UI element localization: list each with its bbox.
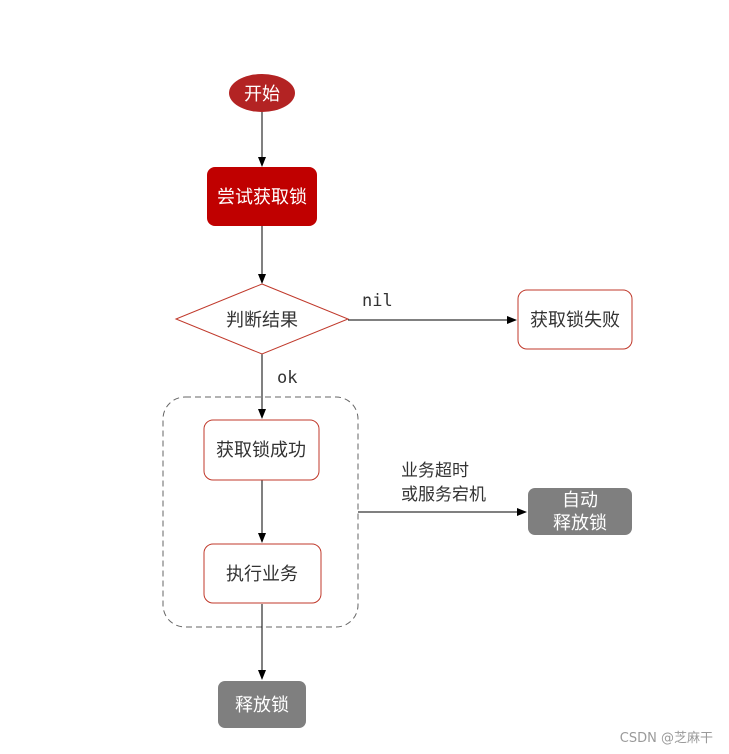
lock-success-label: 获取锁成功: [216, 440, 306, 461]
start-node: [229, 74, 295, 112]
ok-edge-label: ok: [277, 368, 297, 388]
try-lock-label: 尝试获取锁: [217, 187, 307, 208]
watermark: CSDN @芝麻干: [619, 731, 713, 746]
timeout-label-line2: 或服务宕机: [401, 485, 486, 505]
execute-business-label: 执行业务: [226, 564, 298, 585]
auto-release-node: [528, 488, 632, 535]
auto-release-label-line2: 释放锁: [553, 513, 607, 534]
lock-fail-label: 获取锁失败: [530, 310, 620, 331]
execute-business-node: [203, 543, 322, 604]
release-lock-node: [218, 681, 306, 728]
start-label: 开始: [244, 84, 280, 105]
try-lock-node: [207, 167, 317, 226]
nil-edge-label: nil: [362, 291, 393, 311]
timeout-label-line1: 业务超时: [401, 461, 469, 481]
release-lock-label: 释放锁: [235, 695, 289, 716]
judge-label: 判断结果: [226, 310, 298, 331]
lock-fail-node: [517, 289, 633, 350]
lock-success-node: [203, 419, 320, 481]
lock-held-region: [162, 396, 359, 628]
auto-release-label-line1: 自动: [562, 490, 598, 511]
judge-decision-node: [174, 283, 350, 355]
